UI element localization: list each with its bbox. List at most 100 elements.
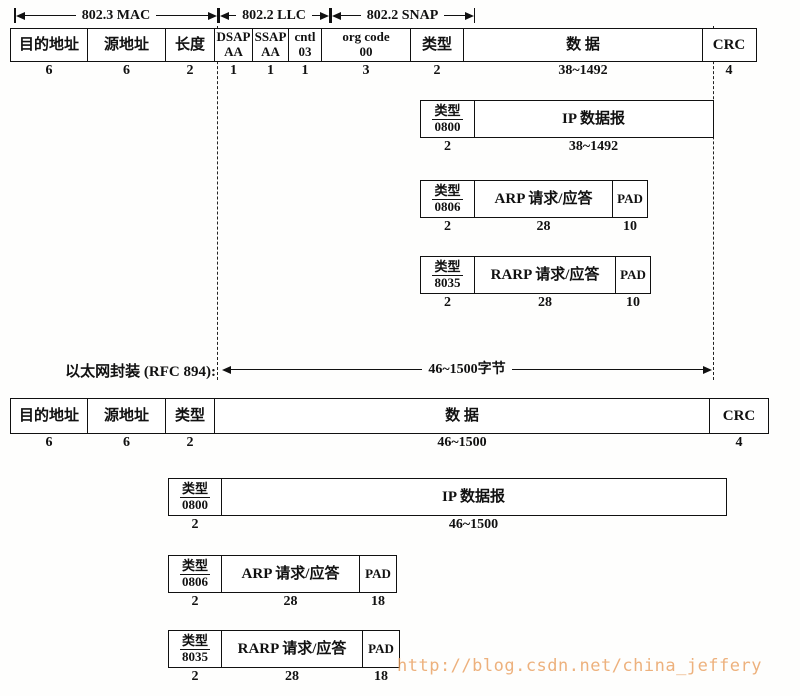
field-label: 数 据 <box>566 36 600 53</box>
field-box: CRC <box>709 398 769 434</box>
field-size: 2 <box>444 139 451 154</box>
field-ip-datagram: IP 数据报 38~1492 <box>473 100 714 154</box>
field-size: 10 <box>623 219 637 234</box>
field-source-address: 源地址 6 <box>86 398 167 450</box>
field-box: 类型 0800 <box>420 100 475 138</box>
field-box: PAD <box>359 555 397 593</box>
field-size: 18 <box>371 594 385 609</box>
field-box: 类型 0800 <box>168 478 222 516</box>
field-rarp-payload: RARP 请求/应答 28 <box>473 256 617 310</box>
field-size: 3 <box>362 63 370 78</box>
arrow-8023-mac: 802.3 MAC <box>14 8 218 23</box>
field-size: 38~1492 <box>568 139 619 154</box>
arrow-line <box>511 369 703 370</box>
field-label: 类型 <box>421 36 452 53</box>
ethernet-payload-ip-row: 类型 0800 2 IP 数据报 46~1500 <box>168 478 727 532</box>
type-value: 8035 <box>434 274 461 290</box>
field-size: 1 <box>267 63 274 78</box>
field-type: 类型 2 <box>165 398 215 450</box>
arrow-left-head <box>15 11 25 20</box>
field-box: PAD <box>612 180 648 218</box>
field-ip-datagram: IP 数据报 46~1500 <box>220 478 727 532</box>
field-box: cntl 03 <box>287 28 323 62</box>
arrow-right-head <box>464 11 474 20</box>
payload-label: ARP 请求/应答 <box>241 565 340 582</box>
field-crc: CRC 4 <box>709 398 769 450</box>
field-pad: PAD 18 <box>359 555 397 609</box>
field-label: DSAP <box>216 29 251 45</box>
field-size: 10 <box>626 295 640 310</box>
field-ssap: SSAP AA 1 <box>252 28 289 78</box>
arrow-label: 802.2 SNAP <box>366 7 439 23</box>
ethernet-payload-rarp-row: 类型 8035 2 RARP 请求/应答 28 PAD 18 <box>168 630 400 684</box>
field-box: 目的地址 <box>10 28 88 62</box>
watermark-text: http://blog.csdn.net/china_jeffery <box>397 656 762 676</box>
field-box: 长度 <box>165 28 215 62</box>
arrow-end-bar <box>330 8 332 23</box>
field-label: SSAP <box>254 29 287 45</box>
pad-label: PAD <box>620 266 646 282</box>
field-label: 源地址 <box>103 36 149 53</box>
field-label: 目的地址 <box>18 36 79 53</box>
pad-label: PAD <box>365 565 391 581</box>
field-label: 源地址 <box>103 407 149 424</box>
field-value: 03 <box>298 44 312 59</box>
type-value: 0800 <box>434 118 461 134</box>
arrow-46-1500: 46~1500字节 <box>222 362 712 377</box>
field-box: 类型 <box>409 28 465 62</box>
field-type-8035: 类型 8035 2 <box>168 630 222 684</box>
field-type-0800: 类型 0800 2 <box>168 478 222 532</box>
arrow-line <box>444 15 465 16</box>
arrow-8022-snap: 802.2 SNAP <box>330 8 475 23</box>
field-size: 6 <box>123 435 130 450</box>
type-label: 类型 <box>432 102 463 120</box>
type-label: 类型 <box>179 480 210 498</box>
field-data: 数 据 38~1492 <box>463 28 703 78</box>
field-box: 源地址 <box>86 28 167 62</box>
arrow-line <box>228 15 237 16</box>
field-box: 源地址 <box>86 398 167 434</box>
field-label: CRC <box>722 407 756 424</box>
arrow-left-head <box>222 365 231 374</box>
field-destination-address: 目的地址 6 <box>10 28 88 78</box>
field-size: 4 <box>725 63 733 78</box>
field-length: 长度 2 <box>165 28 215 78</box>
type-value: 0806 <box>182 573 208 589</box>
arrow-line <box>156 15 208 16</box>
field-box: 目的地址 <box>10 398 88 434</box>
field-pad: PAD 10 <box>615 256 651 310</box>
payload-label: ARP 请求/应答 <box>494 190 593 207</box>
field-destination-address: 目的地址 6 <box>10 398 88 450</box>
field-box: PAD <box>615 256 651 294</box>
field-box: 类型 8035 <box>420 256 475 294</box>
field-value: 00 <box>359 44 373 59</box>
arrow-label: 802.3 MAC <box>81 7 151 23</box>
field-box: IP 数据报 <box>220 478 727 516</box>
field-box: ARP 请求/应答 <box>220 555 361 593</box>
field-label: CRC <box>712 36 746 53</box>
arrow-right-head <box>703 365 712 374</box>
field-cntl: cntl 03 1 <box>287 28 323 78</box>
field-box: RARP 请求/应答 <box>473 256 617 294</box>
field-type-8035: 类型 8035 2 <box>420 256 475 310</box>
arrow-line <box>340 15 361 16</box>
ieee8023-payload-arp-row: 类型 0806 2 ARP 请求/应答 28 PAD 10 <box>420 180 648 234</box>
field-type-0806: 类型 0806 2 <box>420 180 475 234</box>
field-size: 6 <box>45 63 53 78</box>
field-size: 38~1492 <box>558 63 608 78</box>
field-size: 28 <box>536 219 551 234</box>
arrow-label: 46~1500字节 <box>428 361 506 377</box>
arrow-end-bar <box>328 8 331 23</box>
field-label: org code <box>342 29 390 45</box>
field-size: 2 <box>191 669 199 684</box>
field-size: 6 <box>45 435 53 450</box>
field-arp-payload: ARP 请求/应答 28 <box>473 180 614 234</box>
field-size: 46~1500 <box>437 435 487 450</box>
field-size: 1 <box>230 63 237 78</box>
field-value: AA <box>261 44 280 59</box>
field-box: PAD <box>362 630 400 668</box>
field-crc: CRC 4 <box>701 28 757 78</box>
field-size: 2 <box>191 517 199 532</box>
arrow-line <box>311 15 320 16</box>
ethernet-caption: 以太网封装 (RFC 894): <box>65 364 216 380</box>
